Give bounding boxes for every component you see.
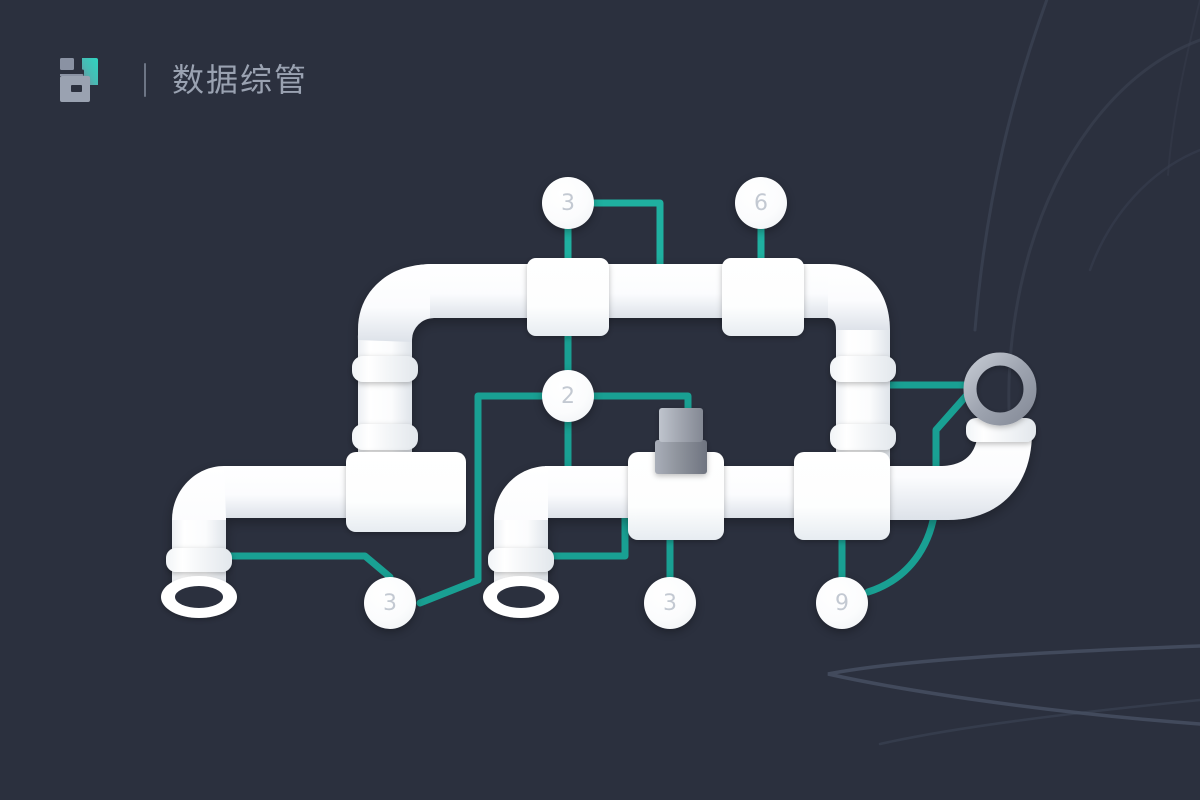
junction-box-mid-left	[346, 452, 466, 532]
pipe-collars	[166, 356, 1036, 572]
node-top-left[interactable]: 3	[542, 177, 594, 229]
junction-box-top-left	[527, 258, 609, 336]
logo-icon	[58, 55, 112, 105]
valve-stem	[655, 408, 707, 474]
page-title: 数据综管	[172, 61, 309, 99]
header-divider	[144, 63, 146, 97]
node-middle[interactable]: 2	[542, 370, 594, 422]
node-bottom-mid[interactable]: 3	[644, 577, 696, 629]
node-bottom-right[interactable]: 9	[816, 577, 868, 629]
brand-header: 数据综管	[58, 52, 308, 108]
node-top-right[interactable]: 6	[735, 177, 787, 229]
ring-gauge	[963, 352, 1037, 426]
pipe-opening-center	[483, 576, 559, 618]
junction-box-top-right	[722, 258, 804, 336]
junction-box-mid-right	[794, 452, 890, 540]
node-bottom-left[interactable]: 3	[364, 577, 416, 629]
pipe-opening-left	[161, 576, 237, 618]
